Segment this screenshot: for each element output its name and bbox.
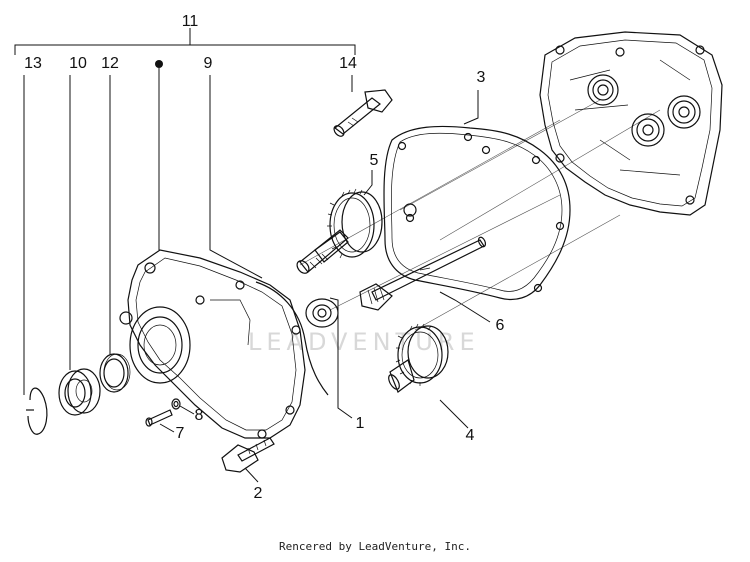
callout-5[interactable]: 5 bbox=[370, 152, 379, 169]
callout-1[interactable]: 1 bbox=[356, 415, 365, 432]
callout-10[interactable]: 10 bbox=[69, 55, 87, 72]
bearing-gear-side bbox=[403, 203, 417, 217]
part-2-bolt[interactable] bbox=[221, 437, 275, 473]
part-10-bearing[interactable] bbox=[58, 368, 101, 416]
callout-3[interactable]: 3 bbox=[477, 69, 486, 86]
part-4-gear[interactable] bbox=[387, 323, 449, 393]
callout-2[interactable]: 2 bbox=[254, 485, 263, 502]
part-14-pin-shaft[interactable] bbox=[332, 89, 393, 138]
callout-4[interactable]: 4 bbox=[466, 427, 475, 444]
bearing-small bbox=[305, 298, 339, 328]
part-12-oring[interactable] bbox=[99, 353, 131, 393]
part-3-gasket[interactable] bbox=[383, 125, 571, 301]
footer-credit: Rencered by LeadVenture, Inc. bbox=[278, 540, 472, 553]
bullet-marker bbox=[155, 60, 163, 68]
callout-6[interactable]: 6 bbox=[496, 317, 505, 334]
rear-gearbox-housing bbox=[539, 31, 723, 216]
part-5-gear-shaft[interactable] bbox=[295, 188, 383, 276]
callout-7[interactable]: 7 bbox=[176, 425, 185, 442]
leader-lines bbox=[23, 68, 661, 483]
watermark-text: LEADVENTURE bbox=[248, 328, 480, 356]
part-6-drive-shaft[interactable] bbox=[359, 236, 487, 311]
part-8-washer[interactable] bbox=[171, 398, 181, 410]
part-13-circlip[interactable] bbox=[26, 387, 48, 435]
callout-11[interactable]: 11 bbox=[182, 13, 199, 30]
callout-14[interactable]: 14 bbox=[339, 55, 357, 72]
callout-12[interactable]: 12 bbox=[101, 55, 119, 72]
callout-13[interactable]: 13 bbox=[24, 55, 42, 72]
part-7-screw[interactable] bbox=[145, 409, 173, 427]
callout-9[interactable]: 9 bbox=[204, 55, 213, 72]
callout-8[interactable]: 8 bbox=[195, 407, 204, 424]
group-bracket-11: 11 bbox=[14, 13, 356, 55]
